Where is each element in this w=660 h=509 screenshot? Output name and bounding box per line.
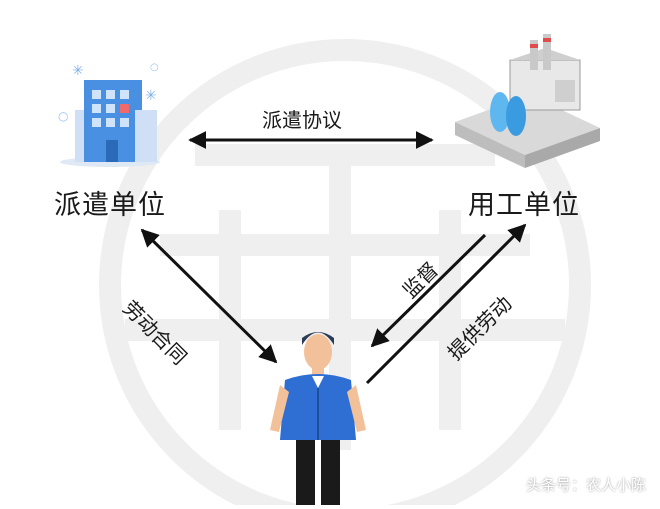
edge-label-dispatch-agreement: 派遣协议 (262, 108, 342, 132)
worker-person-icon (270, 332, 366, 505)
svg-text:○: ○ (58, 109, 68, 123)
node-label-employer-unit: 用工单位 (468, 190, 580, 221)
watermark-text: 头条号：农人小陈 (525, 476, 646, 494)
svg-text:✳: ✳ (145, 88, 157, 104)
arrow-labor-contract (140, 228, 278, 364)
svg-text:✳: ✳ (72, 63, 84, 79)
svg-text:○: ○ (150, 62, 159, 73)
node-label-dispatch-unit: 派遣单位 (54, 190, 166, 221)
office-building-icon: ✳ ✳ ○ ○ (58, 62, 160, 167)
arrow-provide-labor (365, 223, 527, 385)
factory-icon (455, 34, 600, 168)
arrow-supervision (370, 233, 487, 348)
